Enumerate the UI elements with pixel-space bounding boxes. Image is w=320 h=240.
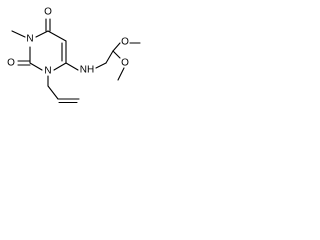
bond-n1-c2	[29, 62, 43, 71]
atom-n3: N	[26, 34, 33, 45]
bond-c6-nh	[65, 62, 79, 71]
bond-n3-c4	[35, 30, 49, 38]
bond-c6-n1	[53, 62, 67, 71]
structure-diagram: O N O N NH O O	[7, 7, 141, 104]
atom-o-upper: O	[121, 37, 129, 48]
bond-ch-o-lower	[112, 50, 121, 59]
bond-nh-ch2	[95, 62, 107, 69]
bond-o-lower-methyl	[117, 67, 125, 81]
bond-ch-o-upper	[112, 42, 121, 52]
bond-allyl-ch2-ch	[47, 85, 59, 100]
atom-nh: NH	[80, 65, 94, 76]
bond-ch2-ch	[105, 50, 114, 64]
atom-o-lower: O	[121, 58, 129, 69]
bond-c4-c5	[47, 30, 67, 42]
atom-o4: O	[44, 7, 52, 18]
bond-n3-methyl	[11, 30, 26, 38]
atom-n1: N	[44, 66, 51, 77]
atom-o2: O	[7, 58, 15, 69]
